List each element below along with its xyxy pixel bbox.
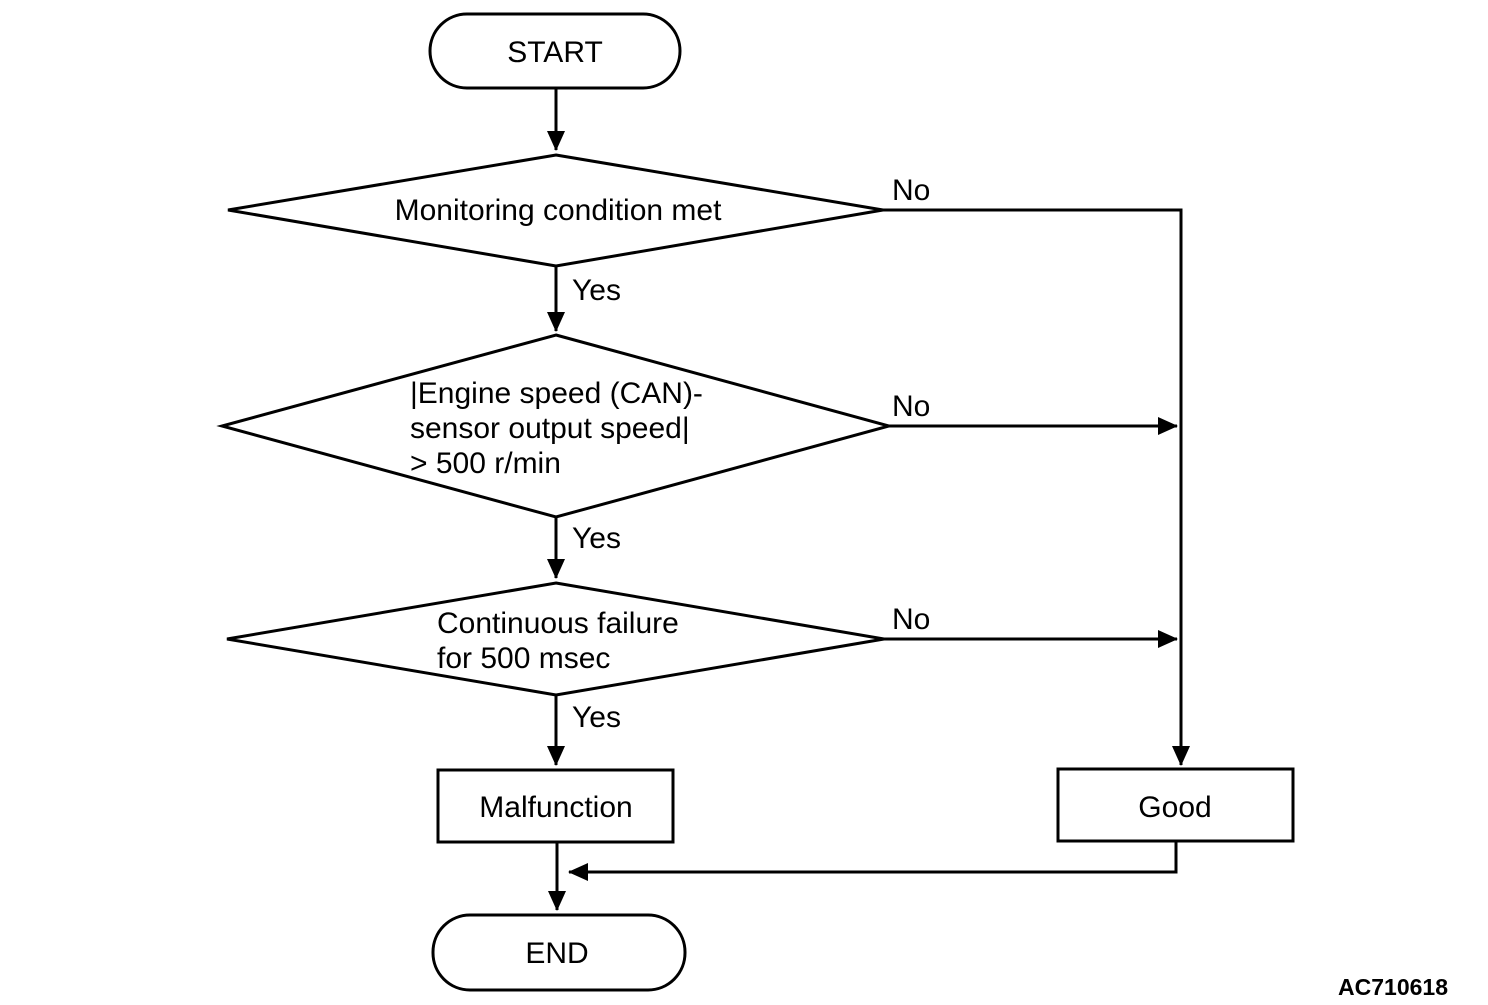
decision-continuous-failure-line2: for 500 msec [437,642,610,675]
decision-monitoring-shape [227,153,884,268]
continuous-failure-yes-label: Yes [572,701,621,734]
start-label: START [507,36,603,69]
end-label: END [525,937,588,970]
decision-engine-speed-shape [216,333,895,519]
figure-code: AC710618 [1338,974,1448,1000]
good-process-shape [1056,767,1295,843]
decision-continuous-failure-line1: Continuous failure [437,607,679,640]
malfunction-process-shape [436,768,675,844]
edge-good-to-end-merge [568,841,1178,881]
end-terminator-shape [431,913,687,992]
engine-speed-no-label: No [892,390,930,423]
malfunction-label: Malfunction [479,791,632,824]
edge-monitoring-no-to-good [883,208,1190,766]
decision-engine-speed-line2: sensor output speed| [410,412,690,445]
engine-speed-yes-label: Yes [572,522,621,555]
start-terminator-shape [428,12,682,90]
good-label: Good [1138,791,1211,824]
monitoring-no-label: No [892,174,930,207]
decision-engine-speed-line3: > 500 r/min [410,447,561,480]
monitoring-yes-label: Yes [572,274,621,307]
decision-monitoring-label: Monitoring condition met [395,194,723,227]
decision-continuous-failure-shape [226,581,885,697]
decision-engine-speed-line1: |Engine speed (CAN)- [410,377,703,410]
continuous-failure-no-label: No [892,603,930,636]
